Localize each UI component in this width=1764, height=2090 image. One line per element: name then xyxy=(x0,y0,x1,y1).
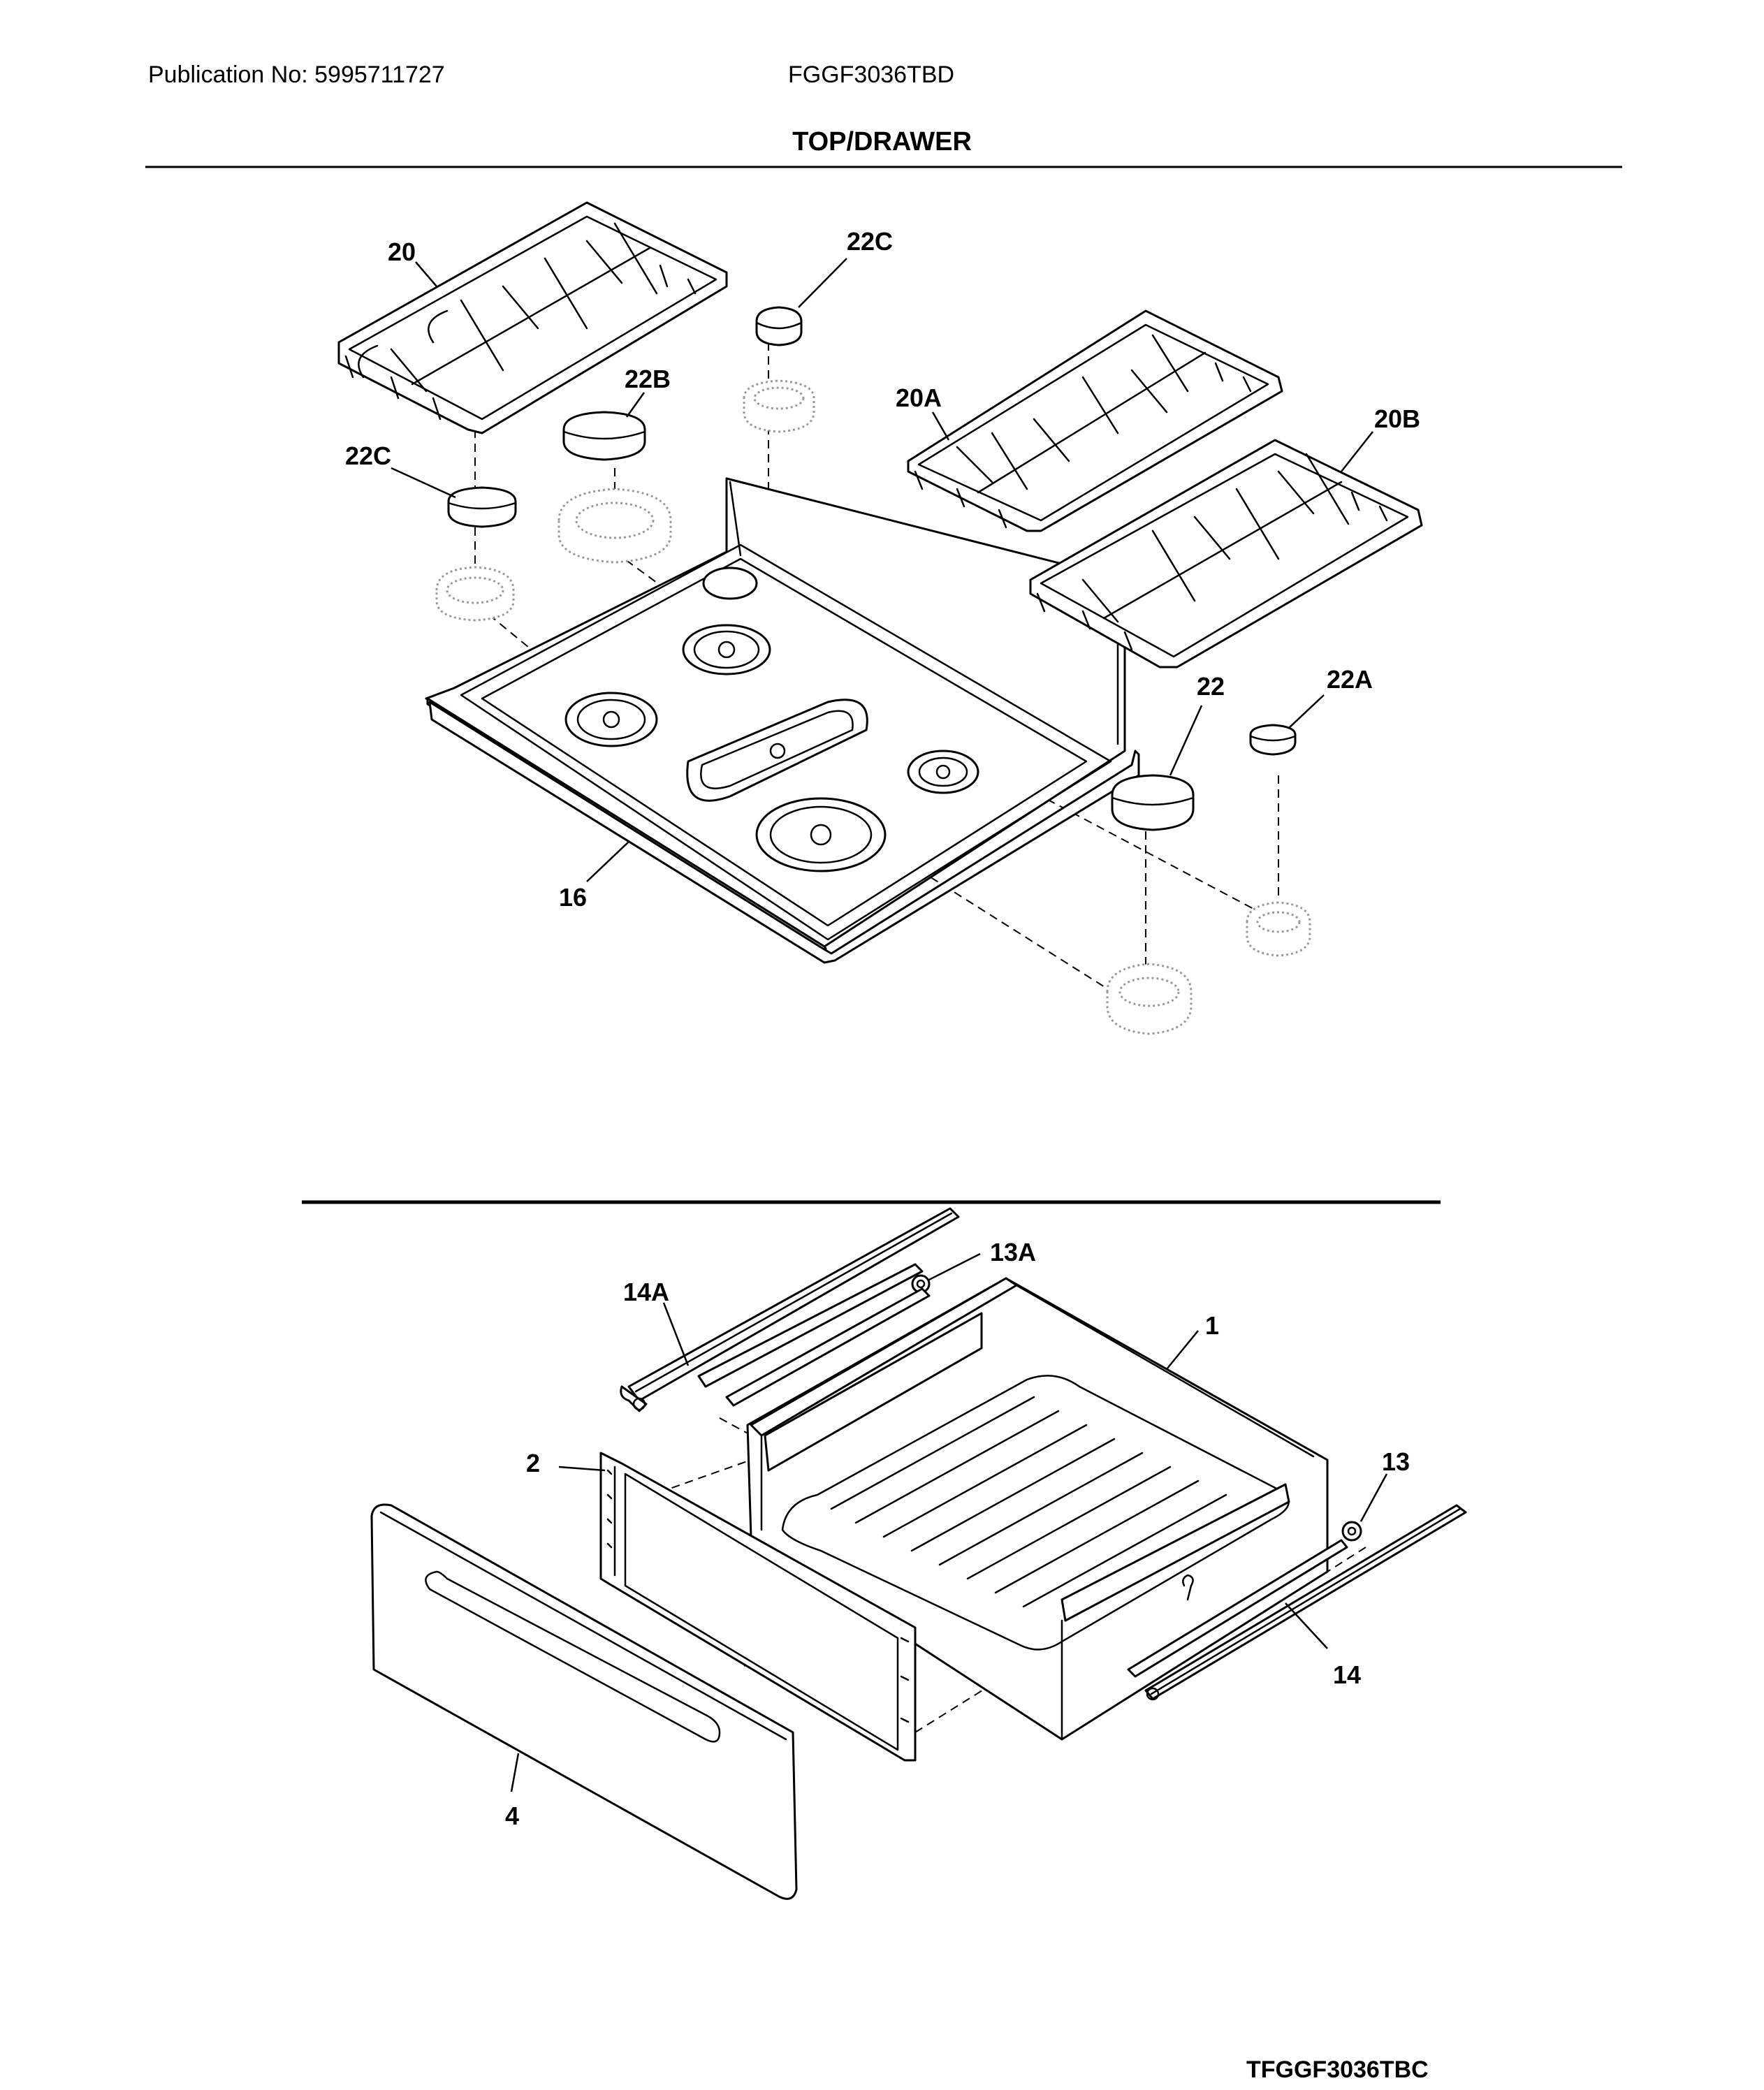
callout-13: 13 xyxy=(1382,1447,1410,1476)
leaders-drawer xyxy=(510,1252,1388,1792)
drawer-liner-2 xyxy=(599,1452,917,1762)
callout-14: 14 xyxy=(1333,1660,1361,1689)
grate-20 xyxy=(337,201,728,434)
section-title: TOP/DRAWER xyxy=(792,127,972,156)
model-number: FGGF3036TBD xyxy=(788,61,955,88)
callout-22b: 22B xyxy=(625,365,671,393)
callout-20: 20 xyxy=(388,238,416,266)
leaders-top xyxy=(391,258,1373,882)
burner-caps xyxy=(447,306,1297,831)
callout-20a: 20A xyxy=(896,383,942,412)
diagram-code: TFGGF3036TBC xyxy=(1246,2056,1429,2083)
roller-13a xyxy=(725,1274,931,1407)
callout-22a: 22A xyxy=(1327,665,1373,694)
callout-1: 1 xyxy=(1205,1311,1219,1340)
cooktop-16 xyxy=(425,477,1140,964)
slide-14 xyxy=(1127,1504,1467,1701)
grate-20a xyxy=(907,309,1283,532)
roller-13 xyxy=(1341,1521,1362,1542)
callout-22: 22 xyxy=(1197,672,1225,701)
callout-22c-top: 22C xyxy=(847,227,893,256)
drawer-panel-4 xyxy=(370,1503,798,1900)
callout-22c-left: 22C xyxy=(345,441,391,470)
publication-number: Publication No: 5995711727 xyxy=(148,61,445,88)
callout-20b: 20B xyxy=(1374,404,1420,433)
callout-16: 16 xyxy=(559,883,587,912)
burner-heads xyxy=(435,379,1311,1035)
callout-2: 2 xyxy=(526,1449,540,1477)
slide-14a xyxy=(620,1207,960,1412)
grate-20b xyxy=(1029,439,1423,668)
callout-13a: 13A xyxy=(990,1238,1036,1266)
callout-14a: 14A xyxy=(623,1278,669,1306)
callout-4: 4 xyxy=(505,1802,519,1830)
